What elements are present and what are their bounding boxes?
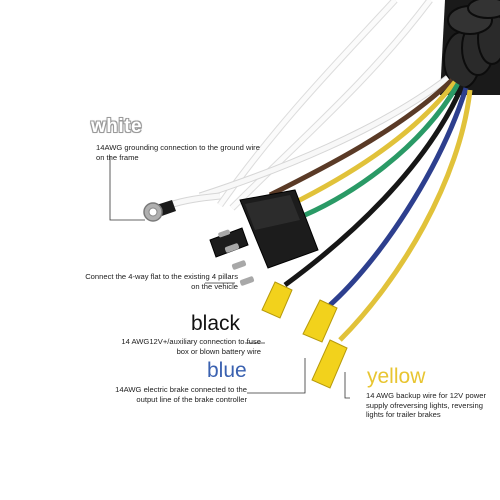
yellow-connector-wire	[288, 80, 457, 208]
flat-4-connector-icon	[209, 189, 319, 286]
cable-sheath-icon	[440, 0, 500, 95]
yellow-wire	[338, 89, 473, 342]
yellow-description: 14 AWG backup wire for 12V power supply …	[366, 391, 487, 419]
ring-terminal-icon	[143, 200, 176, 222]
black-title: black	[191, 312, 241, 335]
white-description: 14AWG grounding connection to the ground…	[96, 143, 260, 162]
blue-description: 14AWG electric brake connected to the ou…	[115, 385, 247, 404]
connector-description: Connect the 4-way flat to the existing 4…	[85, 272, 238, 291]
blue-title: blue	[207, 359, 247, 382]
blue-callout-line	[247, 358, 306, 394]
black-description: 14 AWG12V+/auxiliary connection to fuse …	[121, 337, 261, 356]
brown-wire	[268, 78, 454, 198]
white-title: white	[91, 116, 143, 137]
blue-wire	[328, 87, 469, 307]
white-callout-line	[109, 156, 145, 221]
yellow-callout-line	[344, 372, 350, 399]
butt-connector-icon	[261, 281, 348, 389]
green-wire	[303, 82, 461, 218]
yellow-title: yellow	[367, 365, 426, 388]
black-wire	[283, 85, 465, 288]
